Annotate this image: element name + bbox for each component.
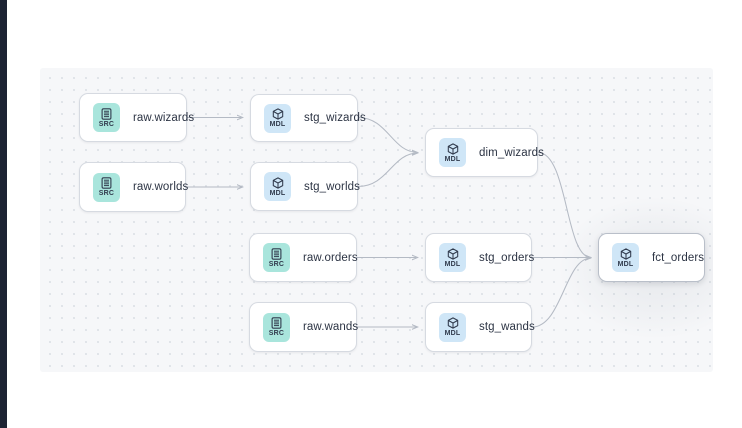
dag-node-fct_orders[interactable]: MDL fct_orders — [598, 233, 705, 282]
cube-icon: MDL — [439, 312, 466, 342]
node-type-badge-label: MDL — [444, 155, 461, 163]
database-icon: SRC — [263, 312, 290, 342]
dag-node-stg_wizards[interactable]: MDL stg_wizards — [250, 94, 366, 142]
dag-node-label: stg_wands — [479, 321, 535, 333]
dag-node-label: stg_orders — [479, 251, 535, 264]
dag-node-label: raw.wands — [303, 321, 359, 333]
database-icon: SRC — [93, 172, 120, 202]
node-type-badge-label: SRC — [98, 120, 115, 128]
database-icon: SRC — [93, 103, 120, 132]
dag-node-label: raw.worlds — [133, 181, 189, 193]
cube-icon: MDL — [439, 243, 466, 272]
edge-stg-wizards-dim-wizards — [357, 116, 418, 153]
dag-node-raw_wands[interactable]: SRC raw.wands — [249, 302, 359, 352]
dag-node-label: stg_worlds — [304, 180, 360, 193]
dag-node-label: stg_wizards — [304, 112, 366, 124]
dag-node-dim_wizards[interactable]: MDL dim_wizards — [425, 128, 544, 177]
dag-node-label: raw.orders — [303, 251, 358, 264]
dag-node-stg_worlds[interactable]: MDL stg_worlds — [250, 162, 360, 211]
edge-dim-wizards-fct-orders — [537, 151, 591, 258]
app-sidebar-rail[interactable] — [0, 0, 7, 428]
edge-stg-worlds-dim-wizards — [357, 153, 418, 188]
node-type-badge-label: SRC — [268, 260, 285, 268]
edge-stg-wands-fct-orders — [531, 258, 591, 328]
dag-edges — [186, 68, 713, 372]
node-type-badge-label: MDL — [444, 260, 461, 268]
cube-icon: MDL — [264, 103, 291, 133]
node-type-badge-label: MDL — [617, 260, 634, 268]
database-icon: SRC — [263, 243, 290, 272]
dag-node-stg_wands[interactable]: MDL stg_wands — [425, 302, 535, 352]
node-type-badge-label: MDL — [269, 189, 286, 197]
dag-node-stg_orders[interactable]: MDL stg_orders — [425, 233, 535, 282]
dag-node-label: dim_wizards — [479, 146, 545, 159]
dag-node-label: fct_orders — [652, 251, 705, 264]
cube-icon: MDL — [612, 243, 639, 272]
node-type-badge-label: MDL — [269, 121, 286, 128]
node-type-badge-label: SRC — [98, 190, 115, 197]
node-type-badge-label: SRC — [268, 330, 285, 337]
dag-node-raw_worlds[interactable]: SRC raw.worlds — [79, 162, 189, 212]
node-type-badge-label: MDL — [444, 330, 461, 337]
cube-icon: MDL — [264, 172, 291, 201]
dag-node-raw_orders[interactable]: SRC raw.orders — [249, 233, 358, 282]
dag-node-raw_wizards[interactable]: SRC raw.wizards — [79, 93, 194, 142]
dag-node-label: raw.wizards — [133, 111, 195, 124]
cube-icon: MDL — [439, 138, 466, 167]
